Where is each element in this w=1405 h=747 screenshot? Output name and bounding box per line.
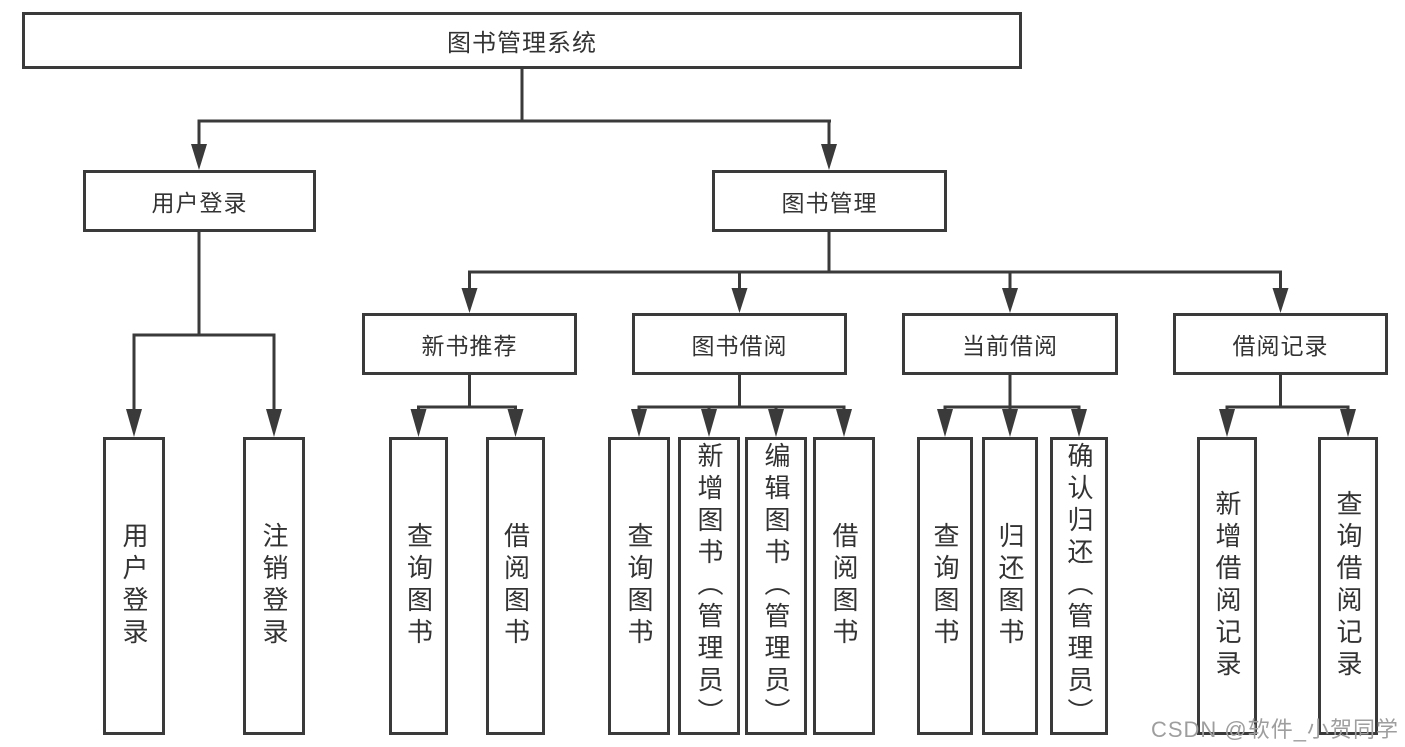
leaf-logout: 注销登录	[243, 437, 305, 735]
leaf-query-borrow-record-label: 查询借阅记录	[1333, 490, 1363, 682]
node-library-management-system: 图书管理系统	[22, 12, 1022, 69]
leaf-user-login: 用户登录	[103, 437, 165, 735]
node-book-borrow-label: 图书借阅	[691, 333, 788, 359]
node-user-login: 用户登录	[83, 170, 316, 232]
node-new-book-recommend: 新书推荐	[362, 313, 577, 375]
node-current-borrow-label: 当前借阅	[962, 333, 1058, 359]
leaf-add-borrow-record-label: 新增借阅记录	[1212, 490, 1242, 682]
leaf-query-books-2-label: 查询图书	[624, 522, 654, 650]
leaf-confirm-return-admin: 确认归还（管理员）	[1050, 437, 1108, 735]
leaf-edit-books-admin-label: 编辑图书（管理员）	[761, 442, 791, 730]
node-current-borrow: 当前借阅	[902, 313, 1118, 375]
node-book-management-label: 图书管理	[781, 190, 878, 216]
node-user-login-label: 用户登录	[151, 190, 248, 216]
leaf-query-books-3-label: 查询图书	[930, 522, 960, 650]
leaf-user-login-label: 用户登录	[119, 522, 149, 650]
leaf-return-books: 归还图书	[982, 437, 1038, 735]
node-book-borrow: 图书借阅	[632, 313, 847, 375]
watermark: CSDN @软件_小贺同学	[1150, 717, 1399, 742]
leaf-borrow-books-1-label: 借阅图书	[500, 522, 531, 650]
leaf-query-books-3: 查询图书	[917, 437, 973, 735]
node-borrow-records: 借阅记录	[1173, 313, 1388, 375]
leaf-add-books-admin: 新增图书（管理员）	[678, 437, 740, 735]
node-borrow-records-label: 借阅记录	[1232, 333, 1329, 359]
node-library-management-system-label: 图书管理系统	[447, 30, 597, 57]
node-new-book-recommend-label: 新书推荐	[421, 333, 518, 359]
leaf-edit-books-admin: 编辑图书（管理员）	[745, 437, 807, 735]
leaf-query-books-1-label: 查询图书	[403, 522, 434, 650]
leaf-query-borrow-record: 查询借阅记录	[1318, 437, 1378, 735]
node-book-management: 图书管理	[712, 170, 947, 232]
leaf-add-borrow-record: 新增借阅记录	[1197, 437, 1257, 735]
leaf-query-books-2: 查询图书	[608, 437, 670, 735]
leaf-borrow-books-2-label: 借阅图书	[829, 522, 859, 650]
leaf-query-books-1: 查询图书	[389, 437, 448, 735]
leaf-borrow-books-2: 借阅图书	[813, 437, 875, 735]
leaf-logout-label: 注销登录	[259, 522, 289, 650]
leaf-confirm-return-admin-label: 确认归还（管理员）	[1064, 442, 1094, 730]
leaf-borrow-books-1: 借阅图书	[486, 437, 545, 735]
leaf-return-books-label: 归还图书	[995, 522, 1025, 650]
leaf-add-books-admin-label: 新增图书（管理员）	[694, 442, 724, 730]
